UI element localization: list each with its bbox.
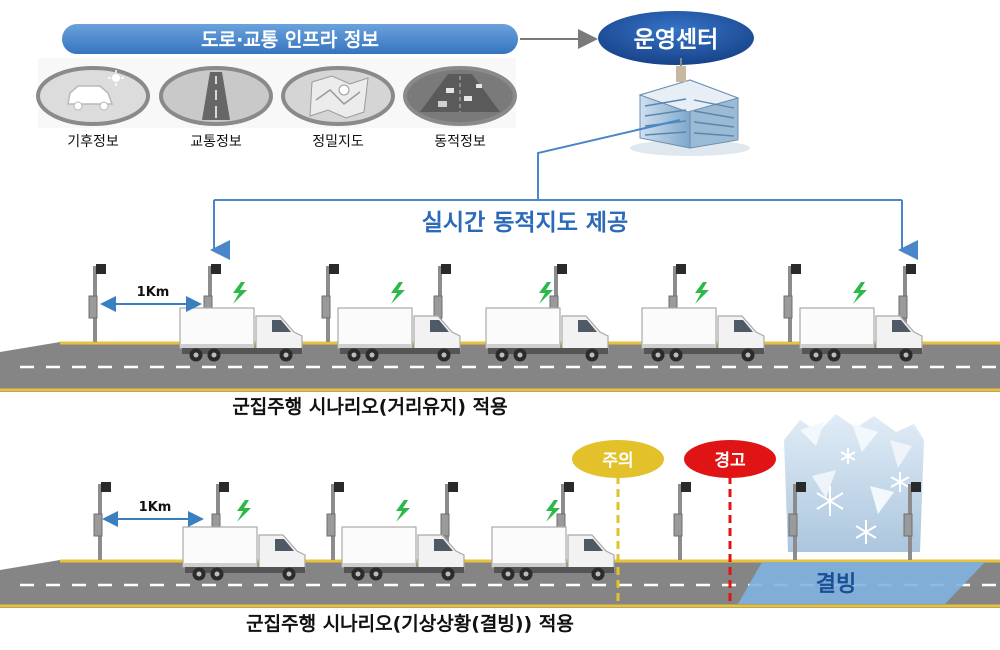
platoon-truck bbox=[179, 307, 303, 362]
info-type-dynamic: 동적정보 bbox=[403, 66, 517, 150]
snow-storm bbox=[784, 414, 924, 552]
info-types: 기후정보 교통정보 정밀지도 bbox=[36, 58, 517, 150]
ops-building-icon bbox=[630, 58, 750, 156]
wireless-signal-icon bbox=[539, 282, 553, 304]
platoon-truck bbox=[182, 526, 306, 581]
info-type-label: 기후정보 bbox=[67, 134, 119, 150]
spacing-indicator: 1Km bbox=[100, 285, 202, 312]
spacing-label: 1Km bbox=[139, 500, 172, 515]
platoon-truck bbox=[485, 307, 609, 362]
roadside-unit-pole bbox=[440, 482, 458, 560]
snowflake-icon bbox=[816, 448, 910, 544]
dynamic-traffic-icon bbox=[420, 74, 500, 112]
info-type-traffic: 교통정보 bbox=[159, 66, 273, 150]
scenario-weather: 결빙 1Km 주의 bbox=[0, 414, 1000, 635]
wireless-signal-icon bbox=[853, 282, 867, 304]
info-type-map: 정밀지도 bbox=[281, 66, 395, 150]
warning-marker: 경고 bbox=[684, 440, 776, 604]
platoon-truck bbox=[491, 526, 615, 581]
wireless-signal-icon bbox=[546, 500, 560, 522]
platoon-truck bbox=[799, 307, 923, 362]
realtime-map-label: 실시간 동적지도 제공 bbox=[422, 210, 628, 236]
ice-zone: 결빙 bbox=[738, 562, 985, 604]
ice-label: 결빙 bbox=[816, 572, 856, 597]
platoon-truck bbox=[641, 307, 765, 362]
scenario-distance-caption: 군집주행 시나리오(거리유지) 적용 bbox=[232, 396, 507, 418]
spacing-indicator: 1Km bbox=[102, 500, 204, 527]
roadside-unit-pole bbox=[898, 264, 916, 342]
roadside-unit-pole bbox=[673, 482, 691, 560]
info-type-label: 교통정보 bbox=[190, 134, 242, 150]
info-type-label: 동적정보 bbox=[434, 134, 486, 150]
roadside-unit-pole bbox=[93, 482, 111, 560]
roadside-unit-pole bbox=[783, 264, 801, 342]
scenario-distance: 1Km 군집주행 시나리오(거리유지) 적용 bbox=[0, 264, 1000, 418]
roadside-unit-pole bbox=[321, 264, 339, 342]
spacing-label: 1Km bbox=[137, 285, 170, 300]
platoon-truck bbox=[341, 526, 465, 581]
infra-info-bar: 도로·교통 인프라 정보 bbox=[62, 24, 518, 54]
wireless-signal-icon bbox=[237, 500, 251, 522]
wireless-signal-icon bbox=[233, 282, 247, 304]
roadside-unit-pole bbox=[903, 482, 921, 560]
car-weather-icon bbox=[67, 70, 124, 111]
realtime-map-distribution: 실시간 동적지도 제공 bbox=[210, 119, 918, 260]
roadside-unit-pole bbox=[788, 482, 806, 560]
ops-center-label: 운영센터 bbox=[634, 27, 719, 53]
info-type-label: 정밀지도 bbox=[312, 134, 364, 150]
road-lanes-icon bbox=[202, 72, 230, 120]
wireless-signal-icon bbox=[391, 282, 405, 304]
platoon-truck bbox=[337, 307, 461, 362]
roadside-unit-pole bbox=[88, 264, 106, 342]
caution-label: 주의 bbox=[602, 451, 633, 471]
info-type-weather: 기후정보 bbox=[36, 66, 150, 150]
roadside-unit-pole bbox=[326, 482, 344, 560]
wireless-signal-icon bbox=[695, 282, 709, 304]
warning-label: 경고 bbox=[714, 451, 746, 471]
ops-center: 운영센터 bbox=[598, 11, 754, 65]
wireless-signal-icon bbox=[396, 500, 410, 522]
caution-marker: 주의 bbox=[572, 440, 664, 604]
precision-map-icon bbox=[309, 75, 369, 119]
scenario-weather-caption: 군집주행 시나리오(기상상황(결빙)) 적용 bbox=[246, 612, 574, 635]
infra-info-bar-label: 도로·교통 인프라 정보 bbox=[201, 29, 379, 51]
